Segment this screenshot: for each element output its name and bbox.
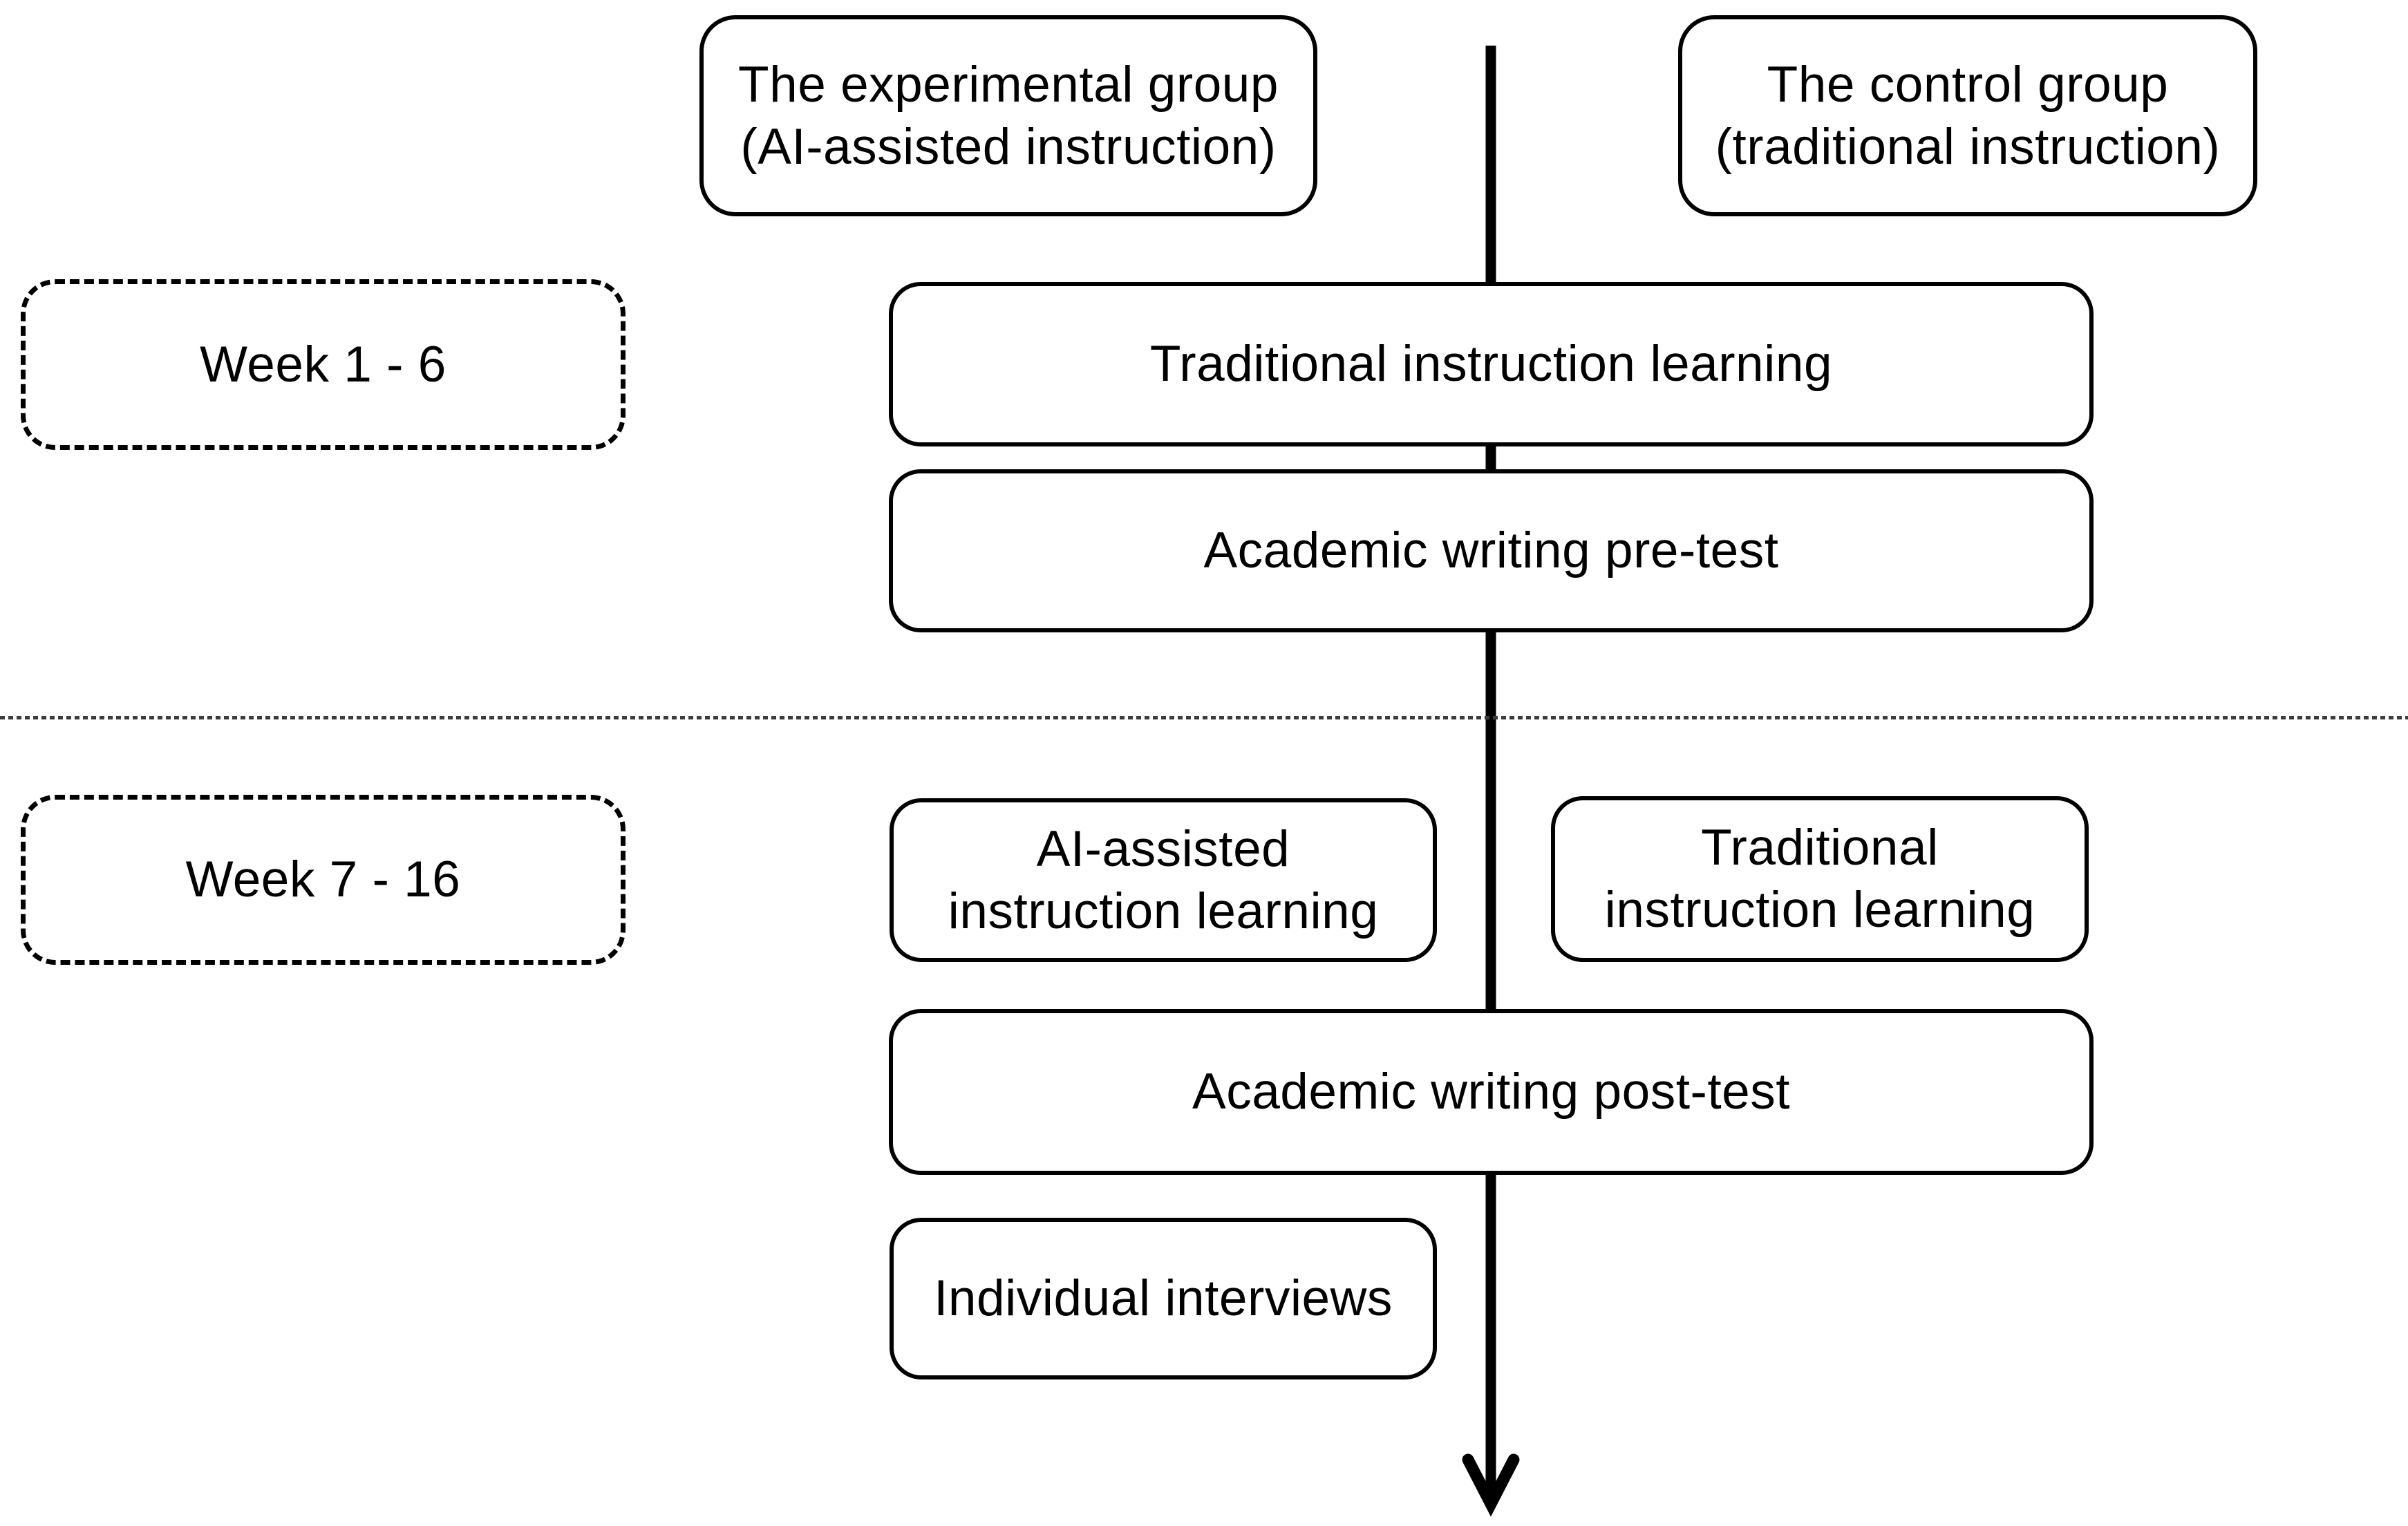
phase-divider-line xyxy=(0,716,2408,719)
academic-writing-pretest-label: Academic writing pre-test xyxy=(1203,522,1779,578)
ai-assisted-instruction-learning-box: AI-assisted instruction learning xyxy=(890,798,1437,962)
experimental-group-label: The experimental group (AI-assisted inst… xyxy=(738,56,1279,175)
arrow-head-icon xyxy=(1462,1453,1520,1517)
control-group-box: The control group (traditional instructi… xyxy=(1678,15,2257,216)
academic-writing-pretest-box: Academic writing pre-test xyxy=(889,469,2094,632)
individual-interviews-box: Individual interviews xyxy=(890,1218,1437,1379)
academic-writing-posttest-box: Academic writing post-test xyxy=(889,1009,2094,1175)
traditional-instruction-learning-label: Traditional instruction learning xyxy=(1149,336,1833,392)
traditional-instruction-learning-branch-label: Traditional instruction learning xyxy=(1604,820,2035,938)
academic-writing-posttest-label: Academic writing post-test xyxy=(1192,1064,1790,1120)
week-1-6-label: Week 1 - 6 xyxy=(200,336,446,393)
week-7-16-label: Week 7 - 16 xyxy=(185,851,461,907)
traditional-instruction-learning-branch-box: Traditional instruction learning xyxy=(1551,796,2089,962)
experimental-group-box: The experimental group (AI-assisted inst… xyxy=(699,15,1317,216)
individual-interviews-label: Individual interviews xyxy=(934,1270,1393,1326)
ai-assisted-instruction-learning-label: AI-assisted instruction learning xyxy=(948,820,1379,939)
traditional-instruction-learning-box: Traditional instruction learning xyxy=(889,282,2094,446)
week-1-6-box: Week 1 - 6 xyxy=(21,279,625,450)
control-group-label: The control group (traditional instructi… xyxy=(1715,56,2221,175)
week-7-16-box: Week 7 - 16 xyxy=(21,795,625,965)
